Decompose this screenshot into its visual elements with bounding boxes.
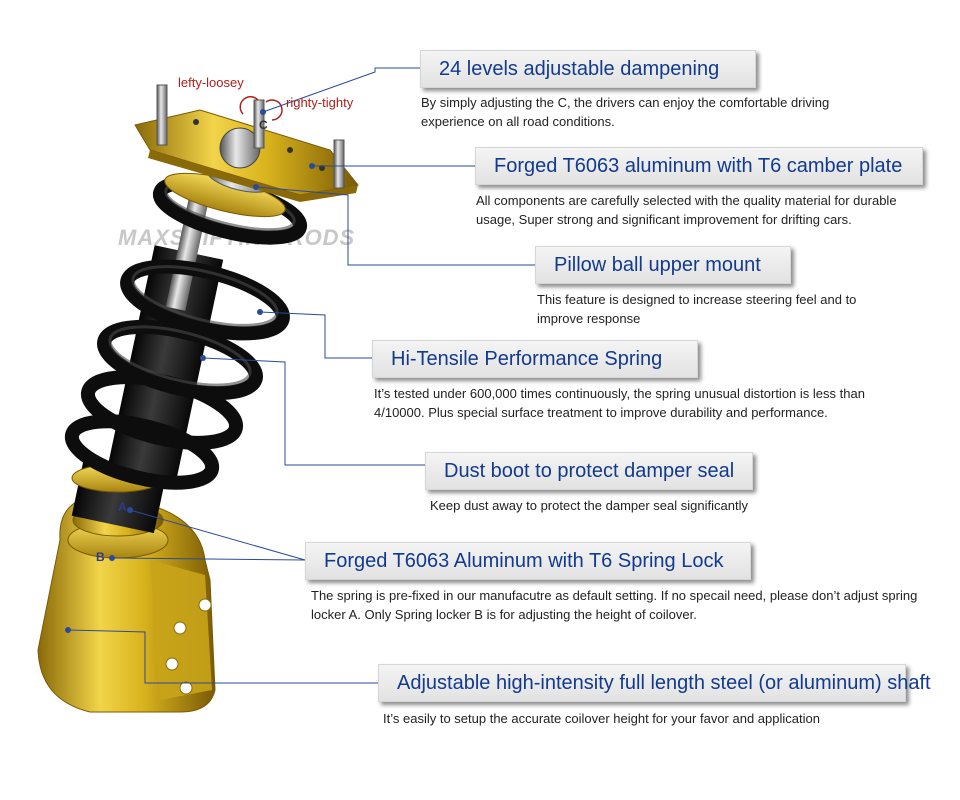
righty-tighty-label: righty-tighty	[286, 95, 354, 110]
spring	[64, 175, 308, 490]
spring-locker-a-label: A	[118, 500, 127, 514]
adjuster-c-label: C	[259, 118, 268, 132]
feature-title-spring: Hi-Tensile Performance Spring	[372, 340, 698, 378]
feature-title-dust-boot: Dust boot to protect damper seal	[425, 452, 753, 490]
feature-title-dampening: 24 levels adjustable dampening	[420, 50, 756, 88]
camber-plate	[134, 84, 359, 202]
feature-desc-dust-boot: Keep dust away to protect the damper sea…	[430, 498, 748, 513]
feature-desc-dampening: By simply adjusting the C, the drivers c…	[421, 95, 830, 129]
feature-title-shaft: Adjustable high-intensity full length st…	[378, 664, 931, 702]
feature-desc-pillow-ball: This feature is designed to increase ste…	[537, 292, 857, 326]
feature-desc-spring-lock: The spring is pre-fixed in our manufacut…	[311, 588, 918, 622]
feature-title-camber-plate: Forged T6063 aluminum with T6 camber pla…	[475, 147, 923, 185]
spring-locker-b-label: B	[96, 550, 105, 564]
feature-desc-camber-plate: All components are carefully selected wi…	[476, 193, 897, 227]
feature-desc-spring: It’s tested under 600,000 times continuo…	[374, 386, 865, 420]
leader-dots	[65, 109, 315, 633]
feature-title-pillow-ball: Pillow ball upper mount	[535, 246, 791, 284]
leader-lines	[67, 67, 535, 684]
feature-title-spring-lock: Forged T6063 Aluminum with T6 Spring Loc…	[305, 542, 751, 580]
lefty-loosey-label: lefty-loosey	[178, 75, 244, 90]
feature-desc-shaft: It’s easily to setup the accurate coilov…	[383, 711, 820, 726]
